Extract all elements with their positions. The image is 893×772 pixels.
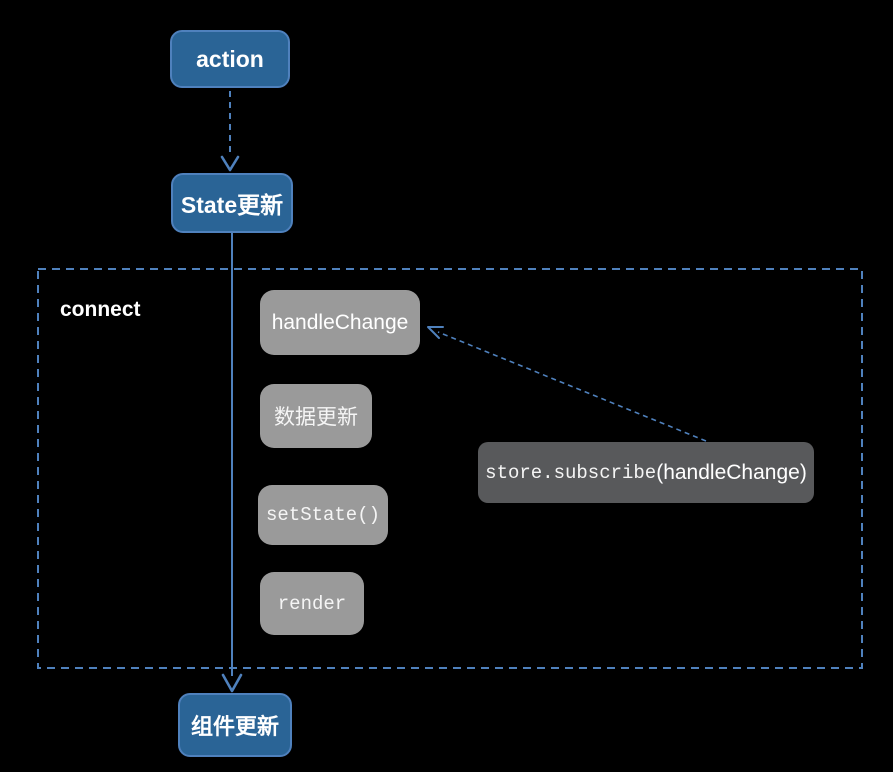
component-update-node: 组件更新 [178, 693, 292, 757]
data-update-node-label: 数据更新 [274, 405, 358, 429]
state-update-node: State更新 [171, 173, 293, 233]
arrow-subscribe-to-handlechange [427, 326, 707, 442]
connect-group-label: connect [60, 298, 141, 321]
setstate-node-label: setState() [265, 504, 381, 526]
handlechange-node: handleChange [260, 290, 420, 355]
store-subscribe-node: store.subscribe(handleChange) [478, 442, 814, 503]
store-subscribe-suffix: (handleChange) [656, 460, 807, 484]
action-node: action [170, 30, 290, 88]
arrow-action-to-state [220, 91, 240, 172]
data-update-node: 数据更新 [260, 384, 372, 448]
action-node-label: action [196, 45, 264, 72]
render-node: render [260, 572, 364, 635]
component-update-node-label: 组件更新 [190, 714, 279, 739]
render-node-label: render [277, 592, 347, 615]
state-update-node-label: State更新 [180, 192, 284, 218]
handlechange-node-label: handleChange [271, 310, 409, 334]
arrow-state-to-component [221, 233, 243, 693]
setstate-node: setState() [258, 485, 388, 545]
store-subscribe-prefix: store.subscribe [485, 461, 657, 484]
connect-container-border [37, 268, 863, 669]
